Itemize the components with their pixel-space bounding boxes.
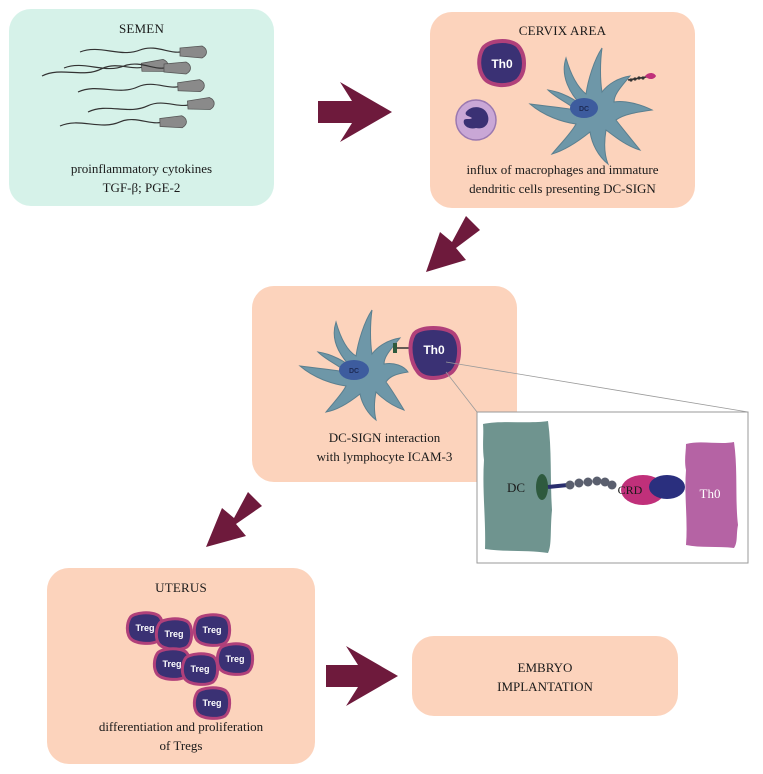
treg-label: Treg <box>190 664 209 674</box>
zoom-dc-label: DC <box>507 480 525 495</box>
sperm-icon <box>77 78 206 99</box>
embryo-line2: IMPLANTATION <box>497 679 593 694</box>
uterus-caption-line2: of Tregs <box>159 738 203 753</box>
icam3-ligand <box>649 475 685 499</box>
dc-sign-neck <box>547 483 569 489</box>
zoom-guide-line <box>445 371 478 413</box>
macrophage-cell <box>455 99 497 141</box>
sperm-icon <box>79 45 208 59</box>
embryo-box: EMBRYO IMPLANTATION <box>412 636 678 716</box>
zoom-crd-label: CRD <box>618 483 643 497</box>
semen-title: SEMEN <box>118 21 165 36</box>
treg-label: Treg <box>202 625 221 635</box>
interaction-caption-line1: DC-SIGN interaction <box>328 430 441 445</box>
treg-label: Treg <box>162 659 181 669</box>
arrow-interaction-to-uterus <box>206 492 262 547</box>
arrow-semen-to-cervix <box>318 82 392 142</box>
arrow-uterus-to-embryo <box>326 646 398 706</box>
th0-label-interaction: Th0 <box>423 343 445 357</box>
cervix-caption: influx of macrophages and immature dendr… <box>430 160 695 198</box>
dc-sign-repeats <box>565 476 617 490</box>
sperm-icon <box>40 58 170 83</box>
arrow-cervix-to-interaction <box>426 216 480 272</box>
semen-caption-line1: proinflammatory cytokines <box>70 161 213 176</box>
treg-label: Treg <box>225 654 244 664</box>
cervix-title: CERVIX AREA <box>518 23 607 38</box>
sperm-group <box>40 45 216 133</box>
dc-label-cervix: DC <box>579 106 589 113</box>
semen-caption-line2: TGF-β; PGE-2 <box>102 180 181 195</box>
cervix-caption-line2: dendritic cells presenting DC-SIGN <box>469 181 656 196</box>
uterus-caption: differentiation and proliferation of Tre… <box>47 717 315 755</box>
treg-label: Treg <box>164 629 183 639</box>
embryo-caption: EMBRYO IMPLANTATION <box>412 658 678 696</box>
semen-caption: proinflammatory cytokines TGF-β; PGE-2 <box>9 159 274 197</box>
zoom-guide-line <box>445 361 749 413</box>
treg-label: Treg <box>202 698 221 708</box>
cervix-caption-line1: influx of macrophages and immature <box>466 162 659 177</box>
dc-membrane <box>483 421 552 553</box>
dendritic-cell-cervix <box>528 47 654 166</box>
treg-label: Treg <box>135 623 154 633</box>
dc-label-interaction: DC <box>349 368 359 375</box>
zoom-inset <box>476 411 749 564</box>
th0-label-cervix: Th0 <box>491 57 513 71</box>
dendritic-cell-interaction <box>298 309 409 422</box>
semen-box: SEMEN proinflammatory cytokines TGF-β; P… <box>9 9 274 206</box>
uterus-caption-line1: differentiation and proliferation <box>98 719 264 734</box>
dc-sign-receptor-icon <box>627 73 656 82</box>
th0-membrane <box>685 442 738 548</box>
th0-cell-cervix <box>477 39 526 87</box>
th0-cell-interaction <box>408 326 461 380</box>
interaction-caption: DC-SIGN interaction with lymphocyte ICAM… <box>252 428 517 466</box>
zoom-th0-label: Th0 <box>700 486 721 501</box>
uterus-title: UTERUS <box>155 580 207 595</box>
interaction-caption-line2: with lymphocyte ICAM-3 <box>316 449 453 464</box>
sperm-icon <box>86 96 216 119</box>
sperm-icon <box>59 114 188 133</box>
dc-sign-anchor <box>536 474 548 500</box>
embryo-line1: EMBRYO <box>517 660 573 675</box>
